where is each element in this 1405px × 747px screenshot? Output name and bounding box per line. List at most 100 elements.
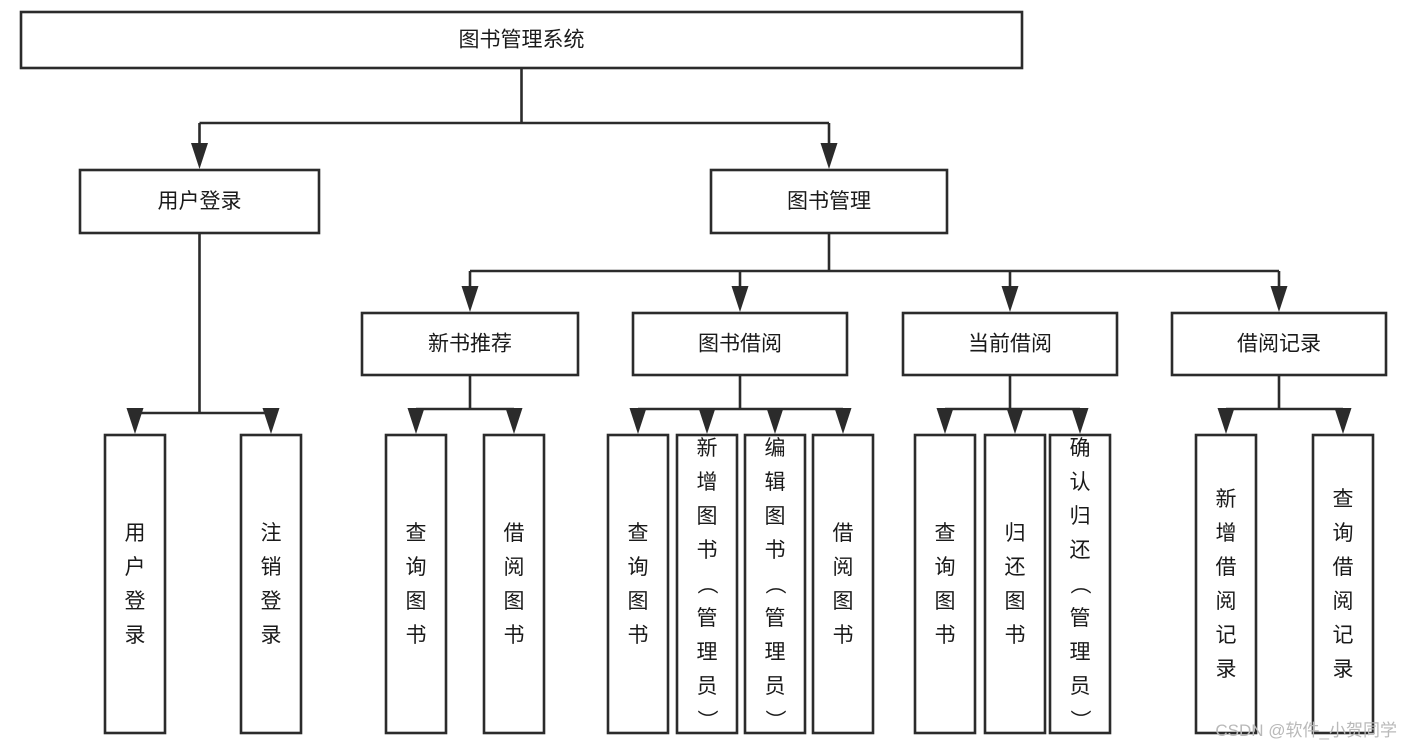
node-label-char: 理 [697,641,718,664]
node-label-char: 用 [125,522,146,545]
node-label-char: 查 [628,522,649,545]
arrow-head-icon [820,143,838,169]
arrow-head-icon [834,408,852,434]
node-label-char: 确 [1070,437,1091,460]
arrow-head-icon [731,286,749,312]
node-label-char: 查 [1333,488,1354,511]
node-n-book-borrow[interactable]: 图书借阅 [631,311,849,377]
arrow-head-icon [1270,286,1288,312]
node-label-char: 记 [1216,624,1237,647]
node-label-char: 归 [1005,522,1026,545]
node-label-char: 归 [1070,505,1091,528]
node-label-char: 图 [504,590,525,613]
node-n-new-book-rec[interactable]: 新书推荐 [360,311,580,377]
node-box [239,433,303,735]
node-label-char: 图 [935,590,956,613]
node-label-char: 询 [406,556,427,579]
node-label: 当前借阅 [968,333,1052,356]
node-box [78,168,321,235]
node-box [743,433,807,735]
node-box [675,433,739,735]
node-label-char: ） [1068,710,1091,731]
node-label-char: 阅 [833,556,854,579]
node-label-char: 录 [261,624,282,647]
node-label-char: 书 [833,624,854,647]
node-box [19,10,1024,70]
node-label-char: 登 [261,590,282,613]
node-label-char: 录 [1333,658,1354,681]
arrow-head-icon [936,408,954,434]
node-box [1311,433,1375,735]
node-box [482,433,546,735]
node-box [913,433,977,735]
node-n-user-login[interactable]: 用户登录 [78,168,321,235]
node-label-char: 借 [833,522,854,545]
node-label-char: 查 [406,522,427,545]
node-box [384,433,448,735]
node-l-user-login[interactable]: 用户登录 [103,433,167,735]
node-label-char: 增 [1216,522,1237,545]
node-label-char: 阅 [1216,590,1237,613]
arrow-head-icon [461,286,479,312]
arrow-head-icon [126,408,144,434]
node-label-char: 还 [1005,556,1026,579]
node-label-char: 借 [504,522,525,545]
node-label-char: 理 [765,641,786,664]
node-box [1194,433,1258,735]
node-label-char: 阅 [1333,590,1354,613]
arrow-head-icon [629,408,647,434]
node-label-char: 询 [1333,522,1354,545]
node-label: 图书管理系统 [459,29,585,52]
node-label-char: 销 [261,556,282,579]
node-label-char: 录 [125,624,146,647]
arrow-head-icon [1334,408,1352,434]
arrow-head-icon [407,408,425,434]
node-label: 用户登录 [158,190,242,213]
node-box [983,433,1047,735]
arrow-head-icon [698,408,716,434]
node-label: 借阅记录 [1237,333,1321,356]
node-label-char: 图 [406,590,427,613]
node-label-char: 图 [833,590,854,613]
node-label-char: 书 [697,539,718,562]
node-label-char: 增 [697,471,718,494]
node-label-char: 录 [1216,658,1237,681]
node-label-char: 书 [1005,624,1026,647]
node-n-book-mgmt[interactable]: 图书管理 [709,168,949,235]
node-box [103,433,167,735]
node-label-char: 编 [765,437,786,460]
node-box [360,311,580,377]
node-label-char: 员 [1070,675,1091,698]
node-box [1170,311,1388,377]
node-label-char: 书 [765,539,786,562]
node-label-char: 图 [1005,590,1026,613]
node-label-char: 书 [935,624,956,647]
node-n-current-borrow[interactable]: 当前借阅 [901,311,1119,377]
node-n-borrow-record[interactable]: 借阅记录 [1170,311,1388,377]
node-label-char: 图 [697,505,718,528]
node-label-char: 书 [406,624,427,647]
node-box [811,433,875,735]
node-box [1048,433,1112,735]
node-root[interactable]: 图书管理系统 [19,10,1024,70]
arrow-head-icon [262,408,280,434]
node-box [606,433,670,735]
node-label-char: 询 [628,556,649,579]
node-label-char: 图 [765,505,786,528]
node-label-char: （ [695,574,718,595]
arrow-head-icon [1001,286,1019,312]
arrow-head-icon [766,408,784,434]
node-label-char: 书 [628,624,649,647]
